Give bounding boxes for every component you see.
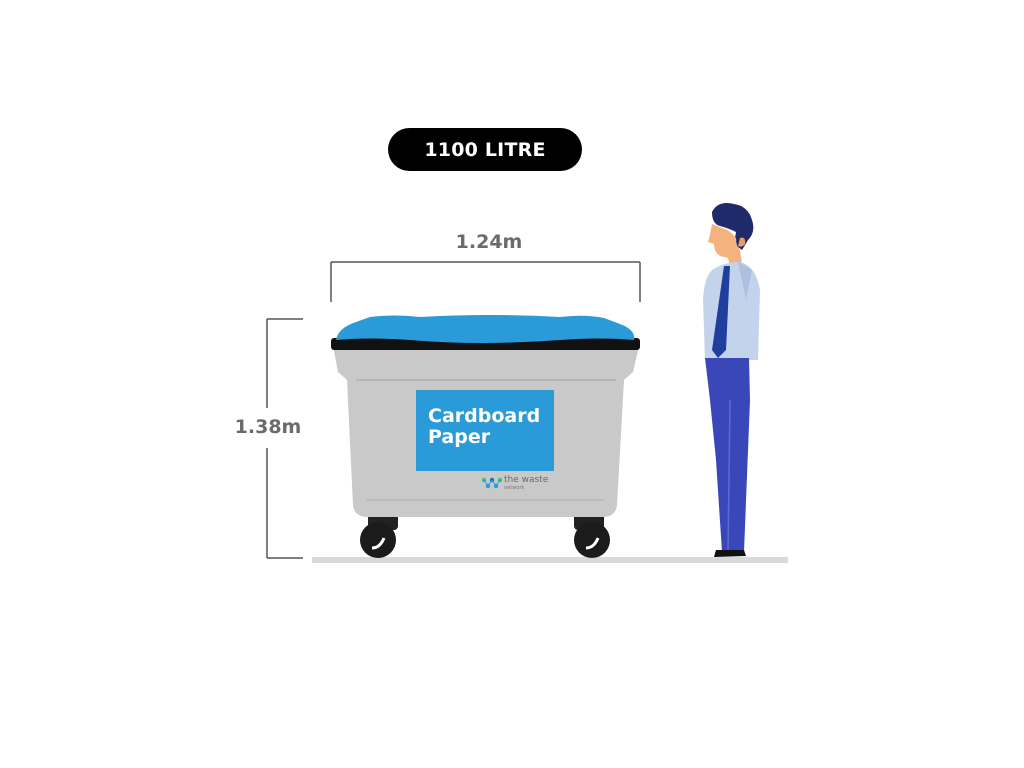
bin-wheel-right <box>574 512 610 558</box>
bin-sign-line1: Cardboard <box>428 405 541 427</box>
bin-sign-line2: Paper <box>428 426 491 448</box>
capacity-badge: 1100 LITRE <box>388 128 582 171</box>
width-dimension-label: 1.24m <box>455 231 523 253</box>
bin-lid <box>336 315 635 343</box>
person-pants <box>705 358 750 552</box>
person-shoes <box>714 550 746 557</box>
wheelie-bin-icon <box>331 315 640 558</box>
bin-wheel-left <box>360 512 398 558</box>
brand-logo-icon <box>481 477 503 489</box>
width-dimension-bracket <box>330 261 641 302</box>
brand-subtitle: network <box>504 485 525 491</box>
brand-name: the waste <box>504 475 549 485</box>
bin-sign <box>416 390 554 471</box>
person-face <box>708 224 742 266</box>
ground-line <box>312 557 788 563</box>
bin-rim <box>331 338 640 350</box>
person-tie <box>712 266 730 358</box>
standing-man-figure <box>703 203 760 557</box>
height-dimension-bracket <box>266 318 303 559</box>
person-arm <box>736 280 748 380</box>
person-shirt <box>703 262 760 360</box>
height-dimension-label: 1.38m <box>234 416 302 438</box>
bin-sign-text: Cardboard Paper <box>428 406 540 448</box>
capacity-label: 1100 LITRE <box>424 138 546 161</box>
